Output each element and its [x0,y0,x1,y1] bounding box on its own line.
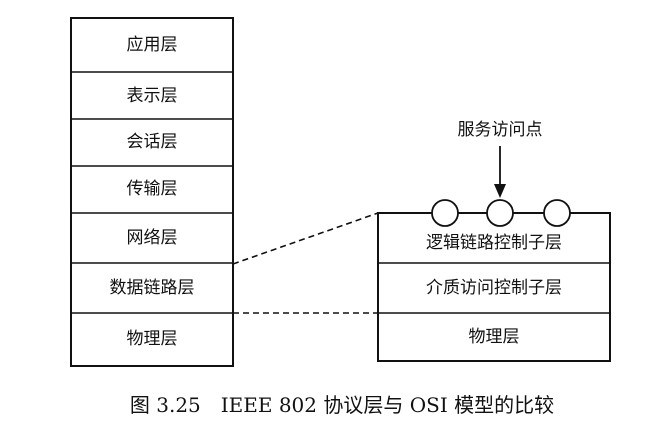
mapping-dashed-line-datalink [232,212,379,265]
ieee802-stack: 逻辑链路控制子层 介质访问控制子层 物理层 [377,199,611,362]
osi-stack-frame [70,17,234,367]
osi-layer-transport: 传输层 [127,179,178,199]
osi-layer-physical: 物理层 [127,329,178,349]
ieee802-layer-physical: 物理层 [469,327,520,347]
sap-label: 服务访问点 [458,120,543,140]
figure-caption: 图 3.25 IEEE 802 协议层与 OSI 模型的比较 [130,393,554,417]
osi-layer-network: 网络层 [127,228,178,248]
osi-layer-presentation: 表示层 [127,86,178,106]
sap-circle [543,199,571,227]
osi-layer-datalink: 数据链路层 [110,278,195,298]
osi-layer-session: 会话层 [127,132,178,152]
ieee802-layer-mac: 介质访问控制子层 [426,278,562,298]
sap-circle [431,199,459,227]
ieee802-layer-llc: 逻辑链路控制子层 [426,233,562,253]
osi-stack: 应用层 表示层 会话层 传输层 网络层 数据链路层 物理层 [70,17,234,367]
sap-arrow-head [494,184,506,198]
osi-layer-application: 应用层 [127,35,178,55]
sap-circle [486,199,514,227]
